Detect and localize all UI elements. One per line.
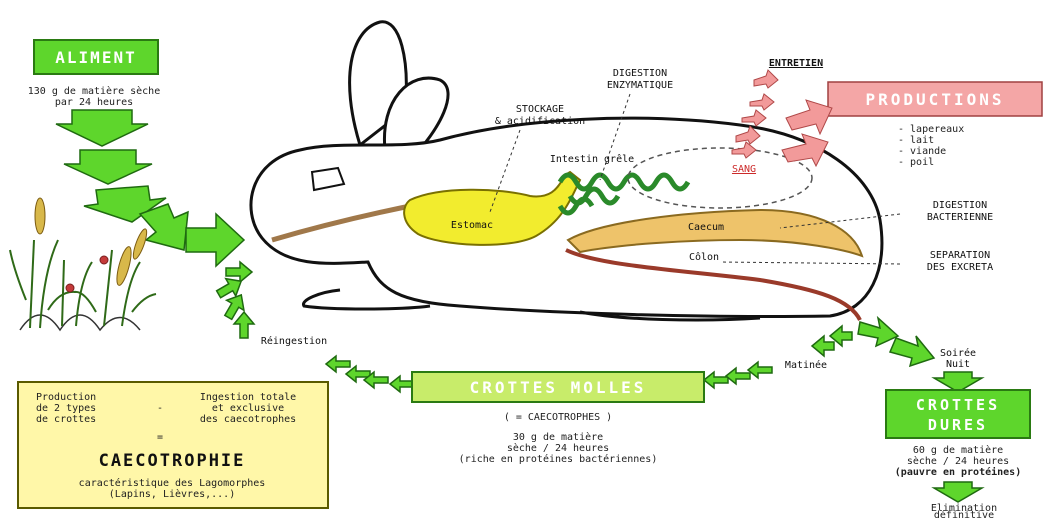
label-separation-1: SEPARATION bbox=[930, 250, 990, 261]
aliment-block: ALIMENT 130 g de matière sèche par 24 he… bbox=[28, 40, 160, 108]
left-arrow-icon bbox=[390, 376, 414, 392]
right-flow-arrows bbox=[812, 318, 934, 366]
production-item: - viande bbox=[898, 146, 946, 157]
left-arrow-icon bbox=[726, 368, 750, 384]
food-intake-arrows bbox=[56, 110, 244, 266]
right-arrow-icon bbox=[140, 204, 188, 250]
crottes-dures-period: sèche / 24 heures bbox=[907, 455, 1009, 467]
aliment-period: par 24 heures bbox=[55, 97, 133, 108]
right-arrow-icon bbox=[186, 214, 244, 266]
crottes-dures-title-2: DURES bbox=[928, 416, 988, 434]
crottes-molles-period: sèche / 24 heures bbox=[507, 442, 609, 454]
crottes-molles-block: CROTTES MOLLES ( = CAECOTROPHES ) 30 g d… bbox=[412, 372, 704, 465]
down-arrow-icon bbox=[934, 482, 982, 502]
crottes-dures-amount: 60 g de matière bbox=[913, 444, 1003, 456]
reingestion-arrows bbox=[214, 262, 254, 338]
left-arrow-icon bbox=[326, 356, 350, 372]
crottes-dures-block: CROTTES DURES 60 g de matière sèche / 24… bbox=[886, 390, 1030, 518]
caecotrophie-left-2: de 2 types bbox=[36, 403, 96, 414]
label-sang: SANG bbox=[732, 164, 756, 175]
label-digestion-enzymatique-2: ENZYMATIQUE bbox=[607, 80, 673, 91]
pink-arrow-icon bbox=[750, 94, 774, 110]
production-item: - lapereaux bbox=[898, 124, 964, 135]
caecotrophie-right-2: et exclusive bbox=[212, 403, 284, 414]
label-elimination-2: définitive bbox=[934, 509, 994, 518]
flower-icon bbox=[100, 256, 108, 264]
label-reingestion: Réingestion bbox=[261, 335, 327, 347]
label-soiree: Soirée bbox=[940, 347, 976, 359]
label-acidification: & acidification bbox=[495, 116, 585, 127]
label-digestion-bacterienne-2: BACTERIENNE bbox=[927, 212, 993, 223]
pink-arrow-icon bbox=[786, 100, 832, 134]
productions-title: PRODUCTIONS bbox=[866, 90, 1005, 109]
label-stockage: STOCKAGE bbox=[516, 104, 564, 115]
caecotrophie-desc-2: (Lapins, Lièvres,...) bbox=[109, 488, 235, 500]
label-digestion-bacterienne-1: DIGESTION bbox=[933, 200, 987, 211]
crottes-dures-protein: (pauvre en protéines) bbox=[895, 466, 1021, 478]
production-item: - lait bbox=[898, 135, 934, 146]
pink-arrow-icon bbox=[754, 70, 778, 88]
down-arrow-icon bbox=[56, 110, 148, 146]
flower-icon bbox=[66, 284, 74, 292]
caecotrophie-right-1: Ingestion totale bbox=[200, 392, 296, 403]
crottes-molles-amount: 30 g de matière bbox=[513, 431, 603, 443]
crottes-molles-protein: (riche en protéines bactériennes) bbox=[459, 453, 658, 465]
pink-arrow-icon bbox=[742, 110, 766, 126]
aliment-title: ALIMENT bbox=[55, 48, 136, 67]
label-intestin: Intestin grêle bbox=[550, 153, 634, 165]
caecotrophie-desc-1: caractéristique des Lagomorphes bbox=[79, 477, 266, 489]
label-entretien: ENTRETIEN bbox=[769, 58, 823, 69]
left-arrow-icon bbox=[748, 362, 772, 378]
aliment-amount: 130 g de matière sèche bbox=[28, 85, 160, 97]
label-matinee: Matinée bbox=[785, 359, 827, 371]
small-arrow-icon bbox=[234, 312, 254, 338]
right-arrow-icon bbox=[858, 318, 898, 346]
right-arrow-icon bbox=[890, 336, 934, 366]
wheat-icon bbox=[131, 228, 149, 261]
caecotrophie-left-3: de crottes bbox=[36, 414, 96, 425]
caecotrophie-right-3: des caecotrophes bbox=[200, 414, 296, 425]
label-caecum: Caecum bbox=[688, 222, 724, 233]
caecotrophie-title: CAECOTROPHIE bbox=[99, 451, 246, 471]
label-estomac: Estomac bbox=[451, 220, 493, 231]
wheat-icon bbox=[35, 198, 45, 234]
crottes-molles-subtitle: ( = CAECOTROPHES ) bbox=[504, 412, 612, 423]
label-separation-2: DES EXCRETA bbox=[927, 262, 993, 273]
left-arrow-icon bbox=[812, 336, 834, 356]
down-arrow-icon bbox=[64, 150, 152, 184]
crottes-molles-title: CROTTES MOLLES bbox=[470, 378, 647, 397]
caecotrophie-dash: - bbox=[157, 403, 163, 414]
caecotrophie-left-1: Production bbox=[36, 392, 96, 403]
left-arrow-icon bbox=[704, 372, 728, 388]
label-digestion-enzymatique-1: DIGESTION bbox=[613, 68, 667, 79]
production-item: - poil bbox=[898, 157, 934, 168]
caecotrophie-block: Production de 2 types de crottes - Inges… bbox=[18, 382, 328, 508]
crottes-dures-title-1: CROTTES bbox=[916, 396, 1000, 414]
label-nuit: Nuit bbox=[946, 359, 970, 370]
caecotrophie-equals: = bbox=[157, 432, 163, 443]
label-colon: Côlon bbox=[689, 251, 719, 263]
